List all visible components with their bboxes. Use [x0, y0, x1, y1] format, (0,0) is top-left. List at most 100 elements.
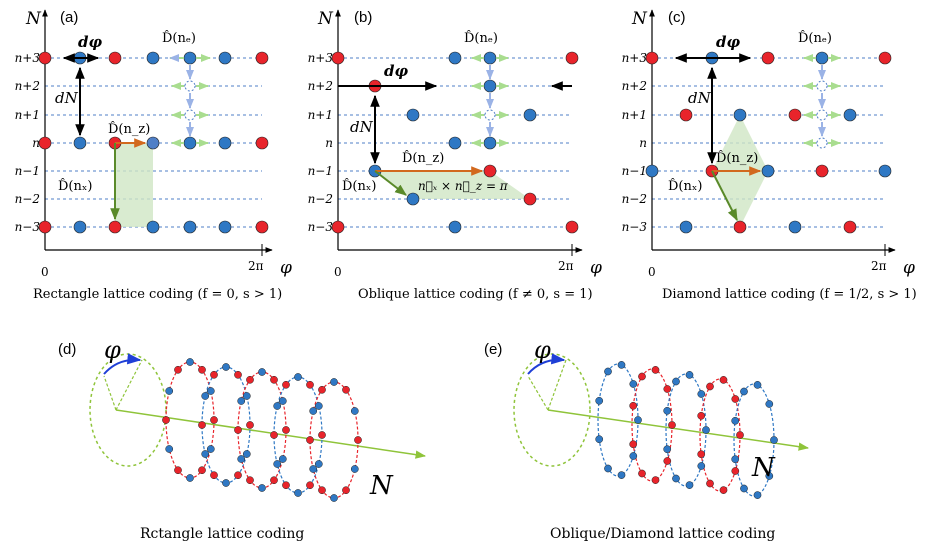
row-label-a-2: n+1: [15, 108, 40, 122]
helix-dot: [237, 397, 246, 405]
panel-c-de-label: D̂(nₑ): [798, 30, 832, 46]
panel-c-dz-label: D̂(n_z): [716, 150, 758, 166]
helix-dot: [246, 421, 254, 429]
panel-e-caption: Oblique/Diamond lattice coding: [550, 526, 775, 542]
panel-d-caption: Rctangle lattice coding: [140, 526, 304, 542]
panel-a-dn-label: dN: [55, 89, 79, 107]
panel-b-dx-label: D̂(nₓ): [342, 178, 376, 194]
panel-c-letter: (c): [668, 9, 686, 26]
helix-dot: [617, 471, 626, 479]
helix-dot: [222, 363, 230, 371]
helix-dot: [278, 397, 287, 405]
helix-dot: [651, 366, 660, 374]
panel-b-n-axis-label: N: [317, 9, 334, 29]
helix-dot: [668, 421, 676, 429]
panel-c-x-2pi: 2π: [871, 259, 887, 273]
helix-dot: [246, 476, 254, 485]
panel-a-x-zero: 0: [41, 265, 49, 279]
helix-dot: [242, 392, 251, 400]
row-label-c-4: n−1: [622, 164, 647, 178]
helix-dot: [697, 462, 706, 470]
panel-d-n-axis: [115, 409, 427, 459]
helix-dot: [258, 368, 266, 376]
panel-d-phi-circle: [89, 353, 167, 467]
panel-e-phi-arrow: [527, 353, 566, 375]
helix-dot: [314, 402, 323, 410]
panel-b-de-label: D̂(nₑ): [464, 30, 498, 46]
panel-a-caption: Rectangle lattice coding (f = 0, s > 1): [33, 287, 282, 302]
helix-dot: [294, 489, 302, 497]
row-label-a-3: n: [32, 136, 40, 150]
row-label-c-6: n−3: [622, 220, 648, 234]
row-label-a-4: n−1: [15, 164, 40, 178]
row-label-b-5: n−2: [308, 192, 333, 206]
helix-dot: [206, 387, 215, 395]
row-label-b-2: n+1: [308, 108, 333, 122]
helix-dot: [719, 376, 728, 384]
panel-a-dphi-label: dφ: [78, 33, 102, 51]
panel-d-helix-dots: [162, 358, 362, 502]
helix-dot: [595, 435, 604, 444]
panel-b-dphi-label: dφ: [384, 62, 408, 80]
panel-d-phi-label: φ: [104, 336, 121, 364]
helix-dot: [638, 469, 646, 478]
panel-a-x-2pi: 2π: [248, 259, 264, 273]
panel-e-radius-1: [527, 375, 549, 411]
helix-dot: [736, 431, 744, 439]
panel-b-phi-axis-label: φ: [590, 258, 602, 278]
panel-d-letter: (d): [58, 341, 76, 358]
helix-dot: [282, 481, 290, 490]
row-label-c-0: n+3: [622, 51, 648, 65]
helix-dot: [234, 370, 242, 379]
panel-b-letter: (b): [354, 9, 372, 26]
row-label-b-1: n+2: [308, 79, 333, 93]
panel-a-letter: (a): [60, 9, 78, 26]
panel-a-dz-label: D̂(n_z): [108, 121, 150, 137]
panel-e-letter: (e): [484, 341, 502, 358]
panel-b-dots: [331, 51, 579, 234]
helix-dot: [282, 380, 290, 389]
row-label-a-1: n+2: [15, 79, 40, 93]
panel-b-eigen-column: [471, 54, 509, 147]
helix-dot: [663, 445, 672, 454]
helix-dot: [634, 416, 642, 424]
panel-b-x-2pi: 2π: [558, 259, 574, 273]
helix-dot: [702, 426, 710, 434]
row-label-b-0: n+3: [308, 51, 334, 65]
helix-dot: [198, 466, 206, 475]
helix-dot: [629, 380, 638, 388]
helix-dot: [350, 407, 359, 415]
helix-dot: [242, 450, 251, 458]
panel-b-dz-label: D̂(n_z): [402, 150, 444, 166]
row-label-c-1: n+2: [622, 79, 647, 93]
helix-dot: [174, 365, 182, 374]
panel-c-phi-axis-label: φ: [903, 258, 915, 278]
helix-dot: [753, 491, 762, 499]
panel-a-shade: [115, 143, 153, 227]
helix-dot: [685, 481, 694, 489]
panel-b-dn-label: dN: [350, 118, 374, 136]
panel-c-eigen-column: [803, 54, 841, 149]
row-label-c-2: n+1: [622, 108, 647, 122]
helix-dot: [270, 431, 278, 439]
panel-a-de-label: D̂(nₑ): [162, 30, 196, 46]
helix-dot: [731, 467, 740, 475]
helix-dot: [330, 494, 338, 502]
row-label-b-4: n−1: [308, 164, 333, 178]
panel-a: (a) N φ 0 2π dφ dN D̂(nₑ) D̂(n_z) D̂(nₓ)…: [25, 9, 292, 302]
panel-c-n-axis-label: N: [631, 9, 648, 29]
panel-d-radius-2: [115, 359, 143, 411]
helix-dot: [629, 452, 638, 460]
helix-dot: [731, 395, 740, 403]
helix-dot: [234, 426, 242, 434]
helix-dot: [314, 460, 323, 468]
helix-dot: [270, 476, 278, 485]
panel-c-caption: Diamond lattice coding (f = 1/2, s > 1): [662, 287, 917, 302]
panel-b-cross-label: n⃗ₓ × n⃗_z = π: [418, 179, 509, 193]
row-label-b-3: n: [325, 136, 333, 150]
helix-dot: [258, 484, 266, 492]
helix-dot: [306, 481, 314, 490]
helix-dot: [273, 460, 282, 468]
helix-dot: [765, 400, 774, 408]
